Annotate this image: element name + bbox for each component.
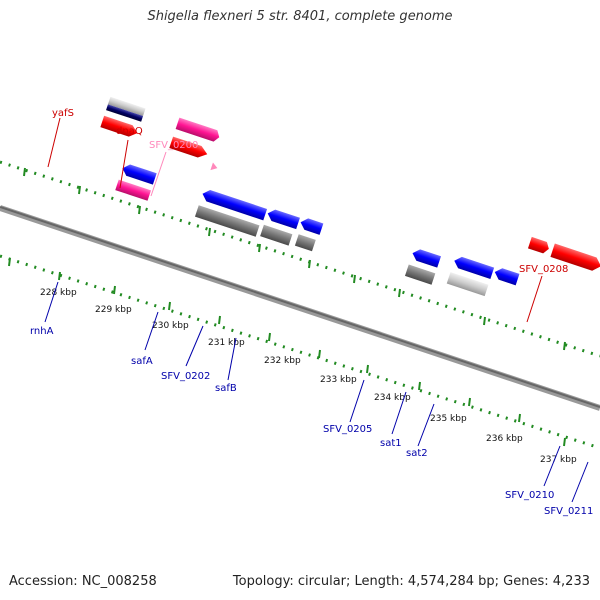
gene-safA-blue[interactable]: [201, 188, 268, 221]
genome-backbone: [0, 205, 600, 411]
kbp-label: 237 kbp: [540, 455, 577, 465]
gene-rnhA[interactable]: [115, 179, 151, 201]
gene-dnaQ-pink[interactable]: [175, 117, 222, 143]
accession-text: Accession: NC_008258: [9, 574, 157, 589]
forward-gene-labels: yafS dnaQ SFV_0200 SFV_0208: [47, 108, 568, 323]
kbp-label: 232 kbp: [264, 356, 301, 366]
reverse-tick-track: [0, 254, 600, 450]
label-rnhA[interactable]: rnhA: [30, 326, 54, 337]
kbp-labels: 228 kbp 229 kbp 230 kbp 231 kbp 232 kbp …: [40, 288, 577, 465]
gene-rnhA-blue[interactable]: [121, 163, 157, 185]
label-safB[interactable]: safB: [215, 383, 237, 394]
label-sat2[interactable]: sat2: [406, 448, 428, 459]
gene-safB[interactable]: [294, 234, 316, 252]
kbp-label: 230 kbp: [152, 321, 189, 331]
kbp-label: 236 kbp: [486, 434, 523, 444]
gene-SFV_0208-a[interactable]: [527, 236, 551, 255]
label-SFV_0205[interactable]: SFV_0205: [323, 424, 372, 435]
gene-SFV_0202-blue[interactable]: [266, 208, 300, 230]
label-dnaQ[interactable]: dnaQ: [116, 126, 143, 137]
gene-yafS[interactable]: [106, 96, 146, 122]
kbp-label: 229 kbp: [95, 305, 132, 315]
gene-safB-blue[interactable]: [299, 217, 324, 235]
kbp-label: 231 kbp: [208, 338, 245, 348]
gene-SFV_0205-blue[interactable]: [411, 247, 442, 268]
kbp-label: 228 kbp: [40, 288, 77, 298]
forward-tick-track: [0, 160, 600, 358]
kbp-label: 234 kbp: [374, 393, 411, 403]
gene-SFV_0202[interactable]: [260, 224, 293, 246]
label-SFV_0202[interactable]: SFV_0202: [161, 371, 210, 382]
gene-yafS-red[interactable]: [100, 115, 139, 139]
reverse-gene-labels: rnhA safA SFV_0202 safB SFV_0205 sat1 sa…: [30, 281, 593, 517]
gene-SFV_0205[interactable]: [404, 264, 436, 285]
gene-SFV_0208[interactable]: [550, 243, 600, 273]
label-SFV_0210[interactable]: SFV_0210: [505, 490, 554, 501]
label-SFV_0208[interactable]: SFV_0208: [519, 264, 568, 275]
kbp-label: 235 kbp: [430, 414, 467, 424]
gene-sat1[interactable]: [446, 272, 489, 297]
label-SFV_0211[interactable]: SFV_0211: [544, 506, 593, 517]
label-sat1[interactable]: sat1: [380, 438, 402, 449]
major-ticks: [8, 167, 566, 447]
gene-dnaQ[interactable]: [169, 136, 209, 160]
label-SFV_0200[interactable]: SFV_0200: [149, 140, 198, 151]
genome-summary-text: Topology: circular; Length: 4,574,284 bp…: [232, 574, 590, 589]
label-yafS[interactable]: yafS: [52, 108, 74, 119]
gene-safA[interactable]: [194, 205, 260, 237]
label-safA[interactable]: safA: [131, 356, 153, 367]
gene-SFV_0200[interactable]: [210, 162, 218, 171]
gene-sat1-blue[interactable]: [452, 255, 495, 280]
gene-sat2-blue[interactable]: [493, 266, 520, 286]
map-title: Shigella flexneri 5 str. 8401, complete …: [147, 9, 453, 24]
kbp-label: 233 kbp: [320, 375, 357, 385]
